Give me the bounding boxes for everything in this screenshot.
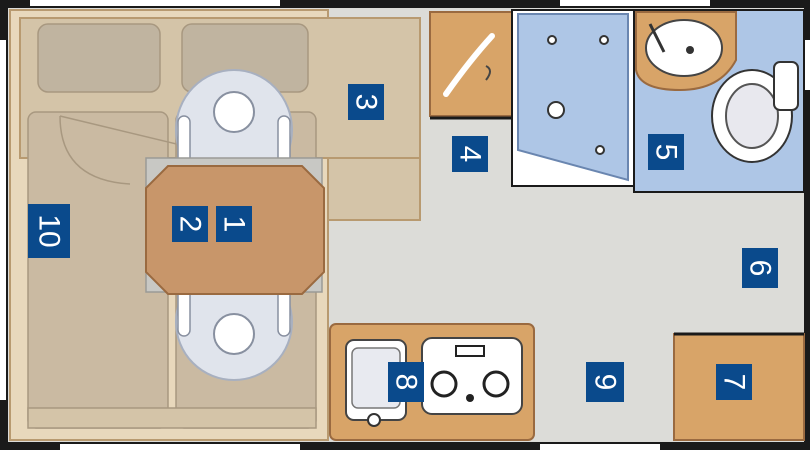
- sink-tap-icon: [367, 413, 381, 427]
- marker-8-label: 8: [390, 374, 423, 391]
- shower-head-icon: [547, 101, 565, 119]
- seat-cushion-left-top: [37, 23, 161, 93]
- swivel-chair-top-headrest: [213, 91, 255, 133]
- marker-7-label: 7: [718, 374, 751, 391]
- marker-1: 1: [216, 206, 252, 242]
- window-bottom-mid: [540, 444, 660, 450]
- marker-6: 6: [742, 248, 778, 288]
- marker-3: 3: [348, 84, 384, 120]
- hanger-hook-icon: [485, 65, 491, 81]
- swivel-chair-bottom-headrest: [213, 313, 255, 355]
- marker-9-label: 9: [589, 374, 622, 391]
- hob-knob-icon: [466, 394, 474, 402]
- toilet-tank-icon: [773, 61, 799, 111]
- marker-5: 5: [648, 134, 684, 170]
- window-top-left: [30, 0, 280, 6]
- front-seat-panel: [327, 157, 421, 221]
- shower-valve-icon: [599, 35, 609, 45]
- toilet-seat-icon: [725, 83, 779, 149]
- marker-9: 9: [586, 362, 624, 402]
- marker-10-label: 10: [33, 214, 66, 247]
- window-left: [0, 40, 6, 400]
- shower-drain-icon: [595, 145, 605, 155]
- marker-2: 2: [172, 206, 208, 242]
- shower-tap-icon: [547, 35, 557, 45]
- marker-5-label: 5: [650, 144, 683, 161]
- hanger-rail-icon: [443, 33, 495, 97]
- window-bottom-left: [60, 444, 300, 450]
- marker-6-label: 6: [744, 260, 777, 277]
- marker-4: 4: [452, 136, 488, 172]
- burner-right-icon: [482, 370, 510, 398]
- washbasin-tap-icon: [648, 23, 666, 53]
- marker-3-label: 3: [350, 94, 383, 111]
- hob-control-icon: [455, 345, 485, 357]
- marker-10: 10: [28, 204, 70, 258]
- washbasin-drain-icon: [686, 46, 694, 54]
- window-right: [804, 40, 810, 90]
- bed-bottom-edge: [27, 407, 317, 429]
- window-top-right: [560, 0, 710, 6]
- marker-7: 7: [716, 364, 752, 400]
- burner-left-icon: [430, 370, 458, 398]
- marker-8: 8: [388, 362, 424, 402]
- marker-1-label: 1: [218, 216, 251, 233]
- bed-curve-left: [59, 115, 131, 185]
- marker-2-label: 2: [174, 216, 207, 233]
- marker-4-label: 4: [454, 146, 487, 163]
- washbasin-icon: [645, 19, 723, 77]
- shower-cabin: [517, 13, 629, 182]
